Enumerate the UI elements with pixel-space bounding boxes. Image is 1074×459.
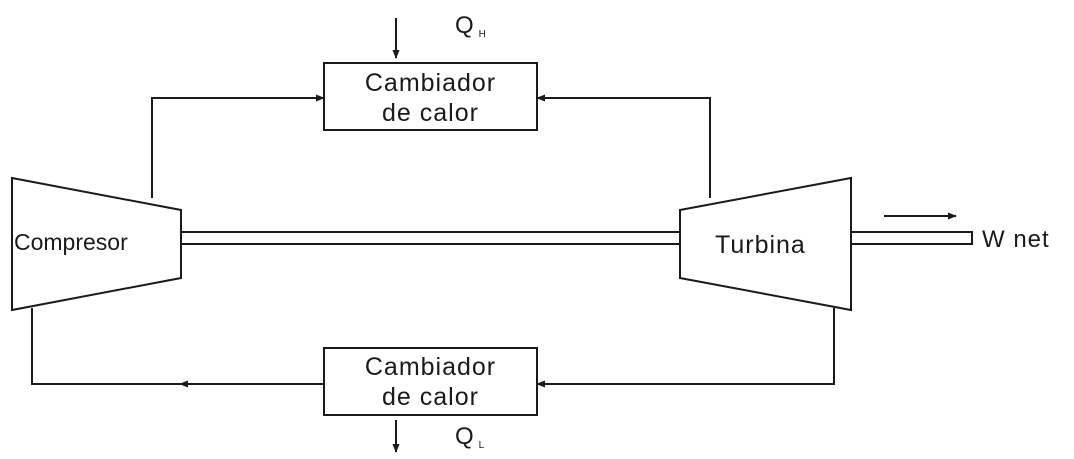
flow-turbine-top-to-heater [536,94,711,198]
heat-exchanger-top-label: Cambiador de calor [324,68,537,128]
work-out-label: W net [982,226,1050,253]
heat-in-subscript: H [478,29,487,40]
turbine-label: Turbina [715,231,806,259]
flow-turbine-to-cooler [536,308,835,388]
heat-in-symbol: Q [455,12,475,39]
heat-exchanger-bottom-label: Cambiador de calor [324,352,537,412]
heat-exchanger-top-line1: Cambiador [364,69,497,97]
flow-compressor-to-heater [151,94,325,198]
output-shaft [851,231,973,245]
flow-cooler-to-compressor [31,308,324,385]
compressor-label: Compresor [14,229,128,255]
heat-out-subscript: L [478,440,486,451]
compressor-shape [11,176,182,312]
heat-out-symbol: Q [455,423,475,450]
heat-exchanger-bottom-line1: Cambiador [364,353,497,381]
heat-exchanger-top-line2: de calor [382,99,479,127]
heat-exchanger-bottom-line2: de calor [382,383,479,411]
turbine-shape [679,176,852,312]
